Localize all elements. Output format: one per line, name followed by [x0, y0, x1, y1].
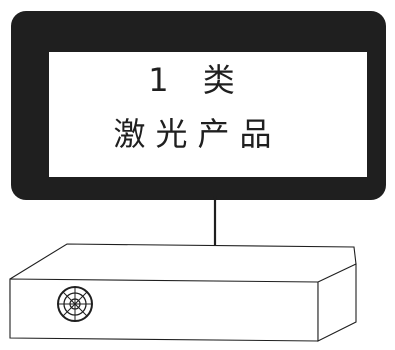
aperture-grid-icon: [57, 286, 93, 322]
device-side-face: [317, 263, 357, 342]
aperture-spoke-diagonal-a: [62, 291, 88, 317]
label-line-2: 激光产品: [113, 115, 282, 153]
aperture-middle-ring: [63, 292, 87, 316]
laser-product-label: [11, 11, 386, 200]
aperture-outer-ring: [57, 286, 93, 322]
device-top-face: [9, 243, 357, 305]
aperture-spoke-diagonal-b: [62, 291, 88, 317]
laser-device-icon: [9, 243, 357, 342]
label-panel: [49, 52, 367, 177]
device-front-face: [9, 278, 319, 342]
label-line-1: 1 类: [148, 61, 247, 99]
aperture-inner-ring: [69, 298, 81, 310]
